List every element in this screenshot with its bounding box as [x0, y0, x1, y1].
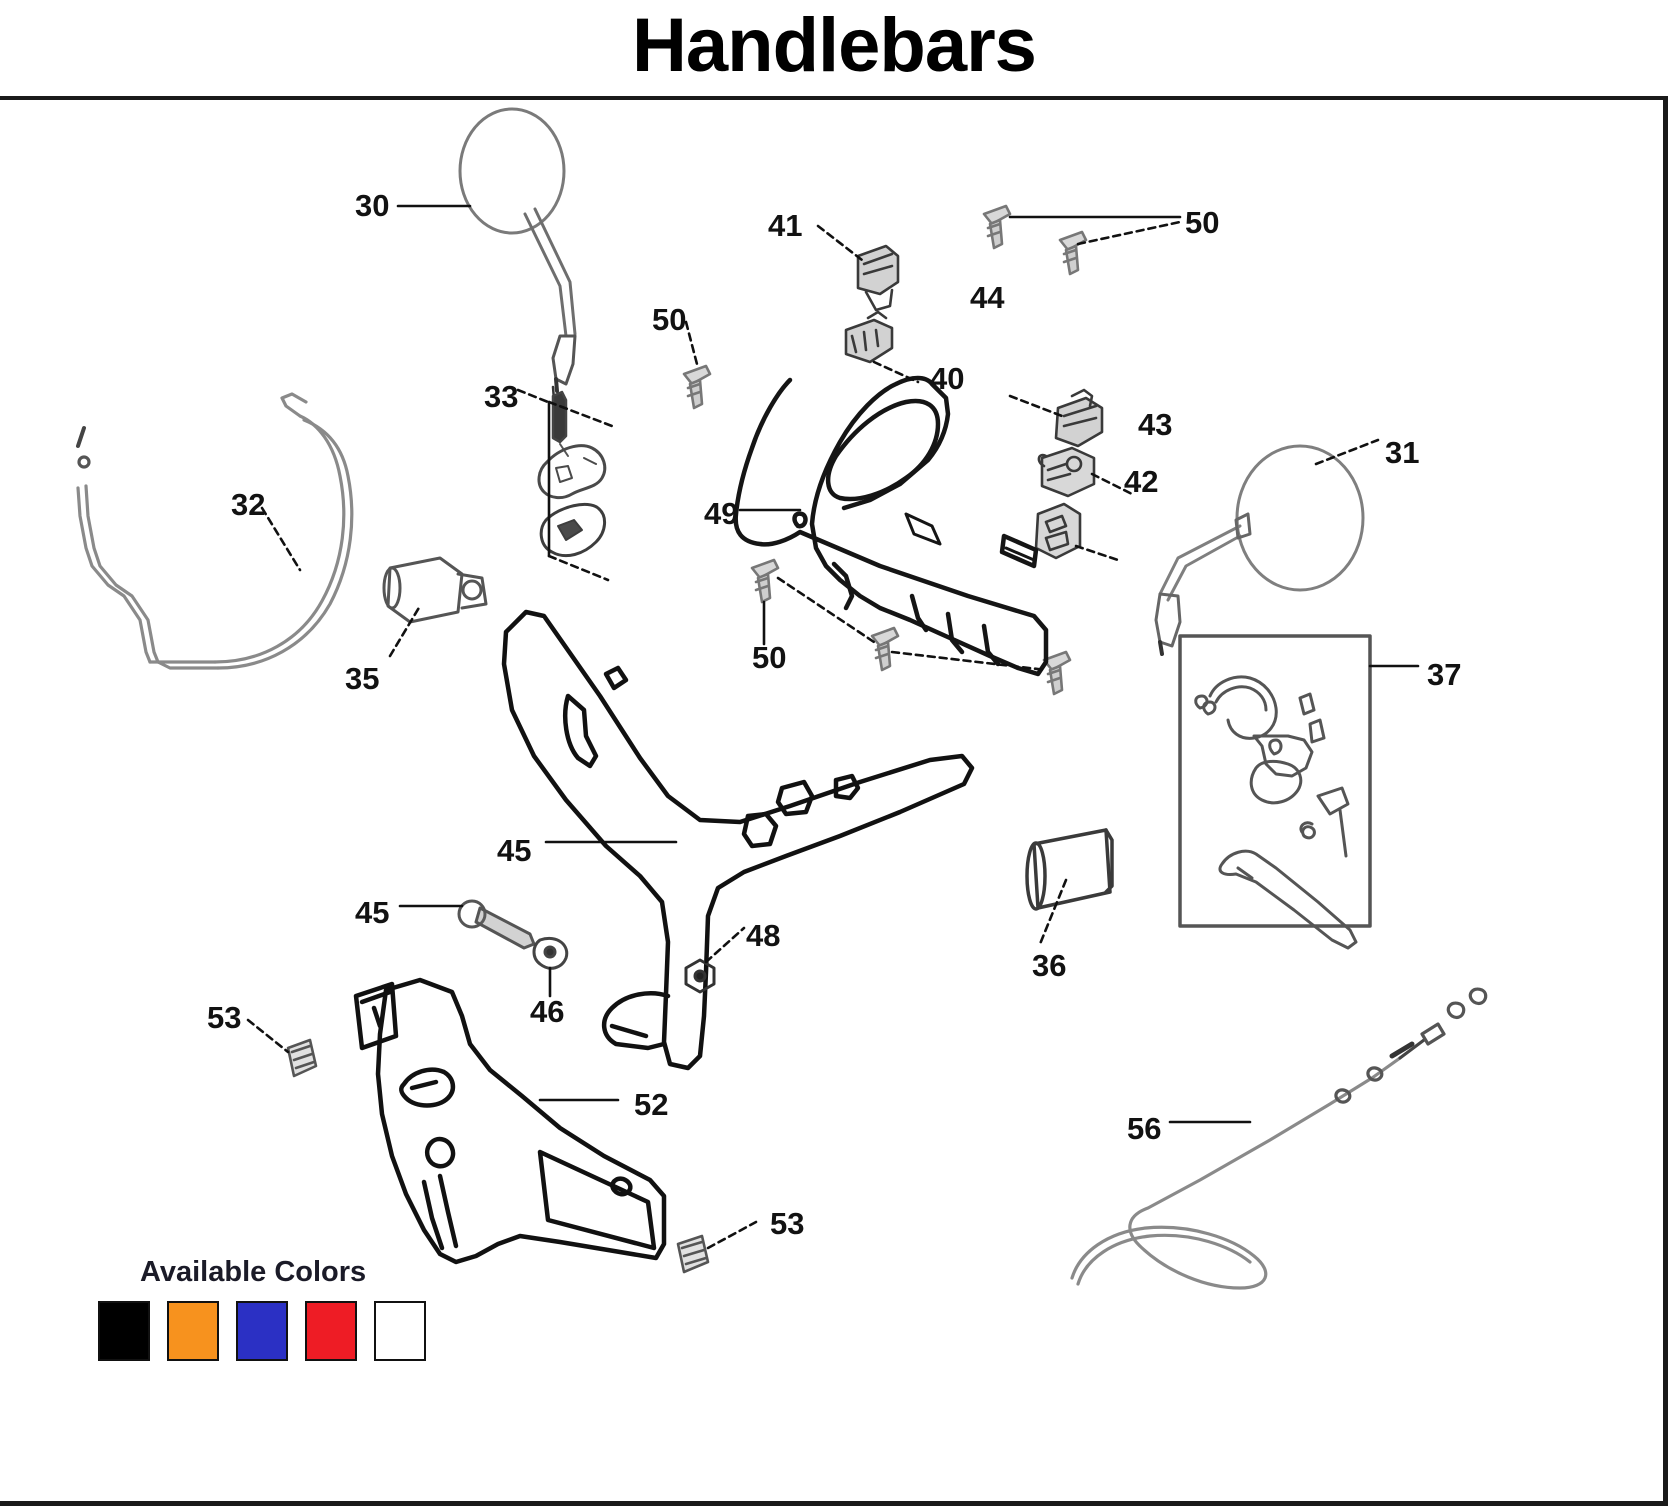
leader-53-b: [706, 1220, 758, 1250]
leader-31: [1314, 438, 1380, 466]
part-mirror-left: [458, 107, 577, 393]
callout-number-screw: 50: [652, 302, 687, 337]
part-lever-bracket-set: [537, 385, 607, 558]
part-screws: [682, 204, 1088, 696]
leader-41: [816, 224, 864, 262]
callout-number-mirror-left: 30: [355, 188, 390, 223]
callout-number-handlebar-bolt: 45: [355, 895, 390, 930]
callout-number-switch-lower: 42: [1124, 464, 1159, 499]
callout-number-screw: 50: [1185, 205, 1220, 240]
callout-number-brake-master-cylinder-assembly: 37: [1427, 657, 1462, 692]
callout-number-handlebar-cover-upper: 49: [704, 496, 739, 531]
callout-number-nut: 48: [746, 918, 781, 953]
part-handlebar-bolt: [457, 899, 536, 950]
leader-40: [872, 360, 920, 384]
callout-number-lever-bracket-set: 33: [484, 379, 519, 414]
leader-43: [1090, 472, 1134, 496]
callout-number-switch-assembly: 43: [1138, 407, 1173, 442]
callout-number-grip: 36: [1032, 948, 1067, 983]
callout-number-switch-block-right: 44: [970, 280, 1005, 315]
part-switch-block-right: [1054, 388, 1104, 448]
callout-number-screw: 50: [752, 640, 787, 675]
part-switch-lower: [1034, 502, 1082, 560]
callout-number-washer: 46: [530, 994, 565, 1029]
leader-50-d: [776, 576, 876, 644]
color-swatch-orange: [167, 1301, 219, 1361]
part-cable-speedometer: [1070, 987, 1488, 1290]
part-handlebar-cover-lower: [353, 977, 667, 1265]
part-clip-right: [676, 1234, 710, 1274]
color-swatch-row: [98, 1301, 426, 1361]
title-divider: [0, 96, 1668, 100]
leader-33-c: [547, 554, 610, 582]
leader-36: [1038, 878, 1068, 946]
page-title-bar: Handlebars: [0, 0, 1668, 96]
callout-number-cable-throttle: 32: [231, 487, 266, 522]
leader-44: [1008, 394, 1064, 418]
color-swatch-black: [98, 1301, 150, 1361]
leader-53-a: [246, 1018, 290, 1054]
color-swatch-blue: [236, 1301, 288, 1361]
page-title: Handlebars: [632, 3, 1037, 88]
available-colors-legend: Available Colors: [98, 1256, 426, 1361]
part-grip: [1025, 828, 1114, 911]
callout-number-switch-button: 40: [930, 361, 965, 396]
color-swatch-red: [305, 1301, 357, 1361]
part-switch-button: [844, 310, 894, 364]
part-switch-housing-upper: [856, 244, 900, 312]
part-handlebar-cover-upper: [733, 375, 1049, 677]
part-brake-master-cylinder-assembly: [1178, 634, 1372, 950]
part-cable-throttle: [76, 392, 354, 670]
exploded-parts-illustration: [0, 96, 1668, 1506]
part-switch-assembly: [1037, 446, 1096, 498]
leader-50-a2: [1076, 220, 1182, 246]
callout-number-handlebar: 45: [497, 833, 532, 868]
part-washer: [532, 937, 569, 970]
leader-35: [388, 604, 422, 658]
leader-42: [1074, 544, 1120, 562]
callout-number-throttle-tube: 35: [345, 661, 380, 696]
color-swatch-white: [374, 1301, 426, 1361]
part-throttle-tube: [382, 556, 488, 624]
leader-48: [704, 926, 746, 964]
callout-number-switch-housing-upper: 41: [768, 208, 803, 243]
leader-32: [260, 506, 302, 572]
part-handlebar: [501, 609, 975, 1071]
leader-50-e: [890, 650, 1048, 672]
available-colors-label: Available Colors: [140, 1256, 367, 1288]
callout-number-handlebar-cover-lower: 52: [634, 1087, 669, 1122]
part-mirror-right: [1154, 444, 1365, 656]
leader-33-a: [516, 388, 550, 404]
callout-number-clip: 53: [770, 1206, 805, 1241]
part-nut: [684, 958, 716, 994]
callout-number-cable-speedometer: 56: [1127, 1111, 1162, 1146]
leader-50-b: [684, 320, 700, 370]
leader-33-b: [547, 400, 614, 428]
part-clip-left: [286, 1038, 318, 1078]
callout-number-clip: 53: [207, 1000, 242, 1035]
callout-number-mirror-right: 31: [1385, 435, 1420, 470]
